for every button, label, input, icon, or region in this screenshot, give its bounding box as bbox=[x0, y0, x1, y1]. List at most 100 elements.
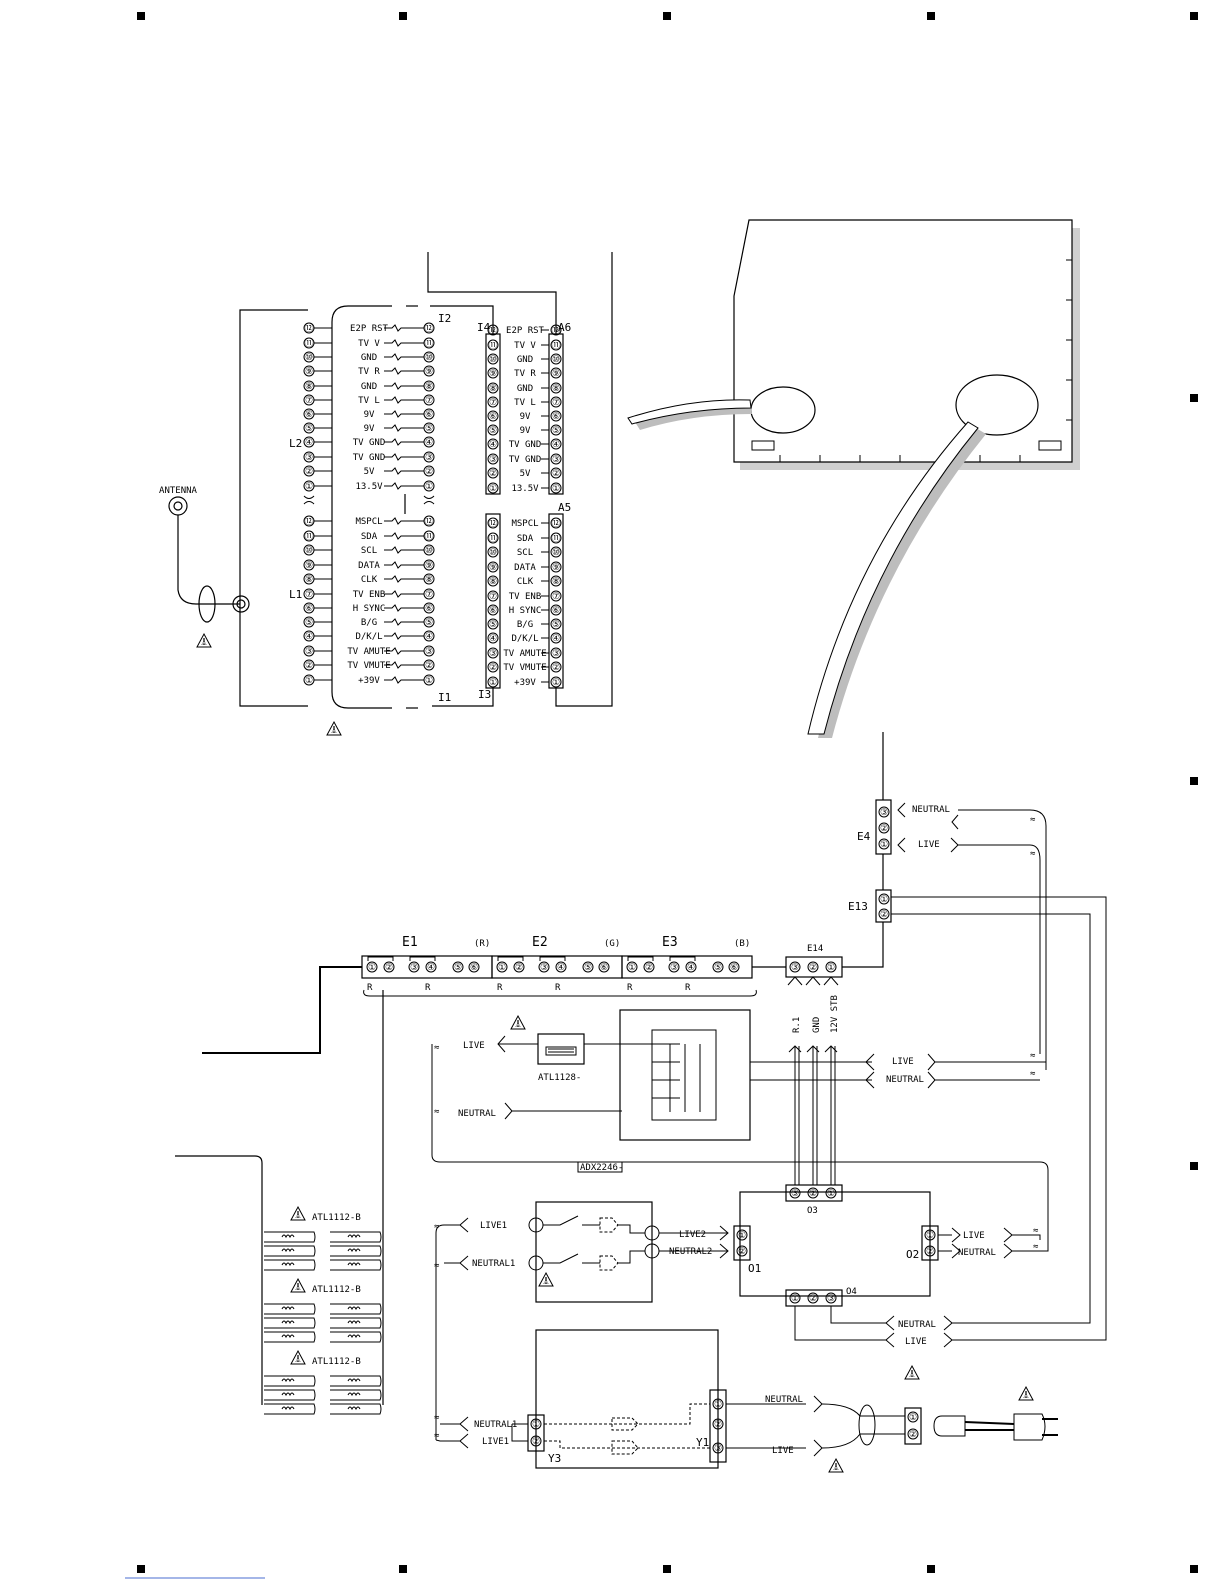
coil-wire bbox=[264, 1403, 316, 1415]
pin-number: ⑩ bbox=[425, 546, 433, 556]
wire bbox=[384, 482, 424, 490]
plug-body bbox=[933, 1415, 966, 1437]
r-mark: R bbox=[627, 983, 633, 993]
signal-label: TV ENB bbox=[353, 590, 386, 600]
coil-wire bbox=[264, 1245, 316, 1257]
signal-label: H SYNC bbox=[509, 606, 542, 616]
mains-prongs bbox=[1042, 1418, 1058, 1436]
pin-number: ① bbox=[926, 1231, 934, 1241]
pin-terminal bbox=[550, 467, 562, 479]
pin-terminal bbox=[807, 1292, 819, 1304]
connector-label-E4: E4 bbox=[857, 830, 871, 843]
coil-winding bbox=[347, 1320, 361, 1325]
pin-number: ④ bbox=[552, 440, 560, 450]
connector-label-O1: O1 bbox=[748, 1262, 761, 1275]
pin-number: ⑤ bbox=[305, 424, 313, 434]
warning-icon: ⚠ bbox=[1023, 1391, 1029, 1401]
cord-neutral: NEUTRAL bbox=[765, 1395, 803, 1405]
wave-mark: ≈ bbox=[1030, 1069, 1036, 1079]
pin-number: ⑩ bbox=[552, 355, 560, 365]
y3-wire bbox=[511, 1423, 528, 1442]
o4-wires bbox=[794, 1306, 886, 1341]
pin-number: ① bbox=[305, 676, 313, 686]
wire bbox=[659, 1232, 728, 1252]
coil-winding bbox=[281, 1234, 295, 1239]
warning-dot bbox=[297, 1288, 299, 1290]
unit-outline bbox=[627, 219, 1080, 738]
signal-label: MSPCL bbox=[355, 517, 382, 527]
pin-terminal bbox=[825, 1292, 837, 1304]
pin-terminal bbox=[789, 1292, 801, 1304]
coil-winding bbox=[281, 1248, 295, 1253]
signal-label: TV GND bbox=[509, 455, 542, 465]
wave-mark: ≈ bbox=[1030, 815, 1036, 825]
pin-number: ⑥ bbox=[552, 412, 560, 422]
pin-number: ⑧ bbox=[305, 575, 313, 585]
signal-label: H SYNC bbox=[353, 604, 386, 614]
wire bbox=[384, 339, 424, 347]
coil-label: ATL1112-B bbox=[312, 1285, 361, 1295]
pin-number: ⑤ bbox=[552, 426, 560, 436]
wire bbox=[384, 632, 424, 640]
pin-number: ⑫ bbox=[424, 323, 433, 334]
signal-label: 9V bbox=[364, 410, 375, 420]
r-mark: R bbox=[555, 983, 561, 993]
warning-icon bbox=[196, 632, 212, 648]
coil-label: ATL1112-B bbox=[312, 1213, 361, 1223]
pin-terminal bbox=[487, 438, 499, 450]
pin-terminal bbox=[807, 1187, 819, 1199]
pin-number: ⑩ bbox=[425, 353, 433, 363]
coil-wire bbox=[330, 1231, 382, 1243]
pin-number: ⑩ bbox=[305, 546, 313, 556]
coil-winding bbox=[281, 1392, 295, 1397]
wave-mark: ≈ bbox=[434, 1222, 440, 1232]
warning-icon bbox=[326, 720, 342, 736]
warning-dot bbox=[911, 1375, 913, 1377]
pin-terminal bbox=[423, 365, 435, 377]
pin-terminal bbox=[487, 647, 499, 659]
pin-terminal bbox=[550, 482, 562, 494]
pin-number: ⑨ bbox=[552, 369, 560, 379]
signal-label: TV V bbox=[358, 339, 380, 349]
pin-number: ③ bbox=[827, 1294, 835, 1304]
cord-wire bbox=[726, 1403, 806, 1449]
pin-terminal bbox=[550, 410, 562, 422]
pin-terminal bbox=[423, 602, 435, 614]
coil-wire bbox=[330, 1259, 382, 1271]
pin-number: ③ bbox=[489, 649, 497, 659]
pin-number: ⑤ bbox=[489, 426, 497, 436]
cable-tag bbox=[577, 1161, 623, 1173]
cord-wire bbox=[821, 1403, 905, 1449]
pin-terminal bbox=[626, 961, 638, 973]
pin-number: ② bbox=[738, 1247, 746, 1257]
pin-number: ③ bbox=[670, 963, 678, 973]
signal-label: TV ENB bbox=[509, 592, 542, 602]
signal-label: TV VMUTE bbox=[347, 661, 390, 671]
pin-terminal bbox=[496, 961, 508, 973]
pin-terminal bbox=[878, 806, 890, 818]
board-color-E2: (G) bbox=[604, 939, 620, 949]
pin-number: ⑫ bbox=[304, 323, 313, 334]
cable-label: ADX2246- bbox=[580, 1163, 623, 1173]
pin-number: ② bbox=[645, 963, 653, 973]
ferrite-core bbox=[858, 1404, 876, 1446]
switch-wire bbox=[618, 1224, 645, 1264]
pin-terminal bbox=[550, 632, 562, 644]
filter-inner bbox=[651, 1029, 717, 1121]
pin-terminal bbox=[423, 544, 435, 556]
wave-mark: ≈ bbox=[1033, 1226, 1039, 1236]
pin-number: ⑦ bbox=[305, 396, 313, 406]
pin-terminal bbox=[423, 436, 435, 448]
e4-live: LIVE bbox=[918, 840, 940, 850]
warning-icon: ⚠ bbox=[295, 1211, 301, 1221]
pin-number: ② bbox=[809, 963, 817, 973]
filter-neutral-out: NEUTRAL bbox=[886, 1075, 924, 1085]
transformer-ATL1128 bbox=[537, 1033, 585, 1065]
wave-mark: ≈ bbox=[434, 1107, 440, 1117]
power-supply-box bbox=[535, 1329, 719, 1469]
warning-icon: ⚠ bbox=[909, 1370, 915, 1380]
pin-terminal bbox=[423, 515, 435, 527]
pin-number: ② bbox=[552, 469, 560, 479]
connector-O3 bbox=[785, 1184, 843, 1202]
